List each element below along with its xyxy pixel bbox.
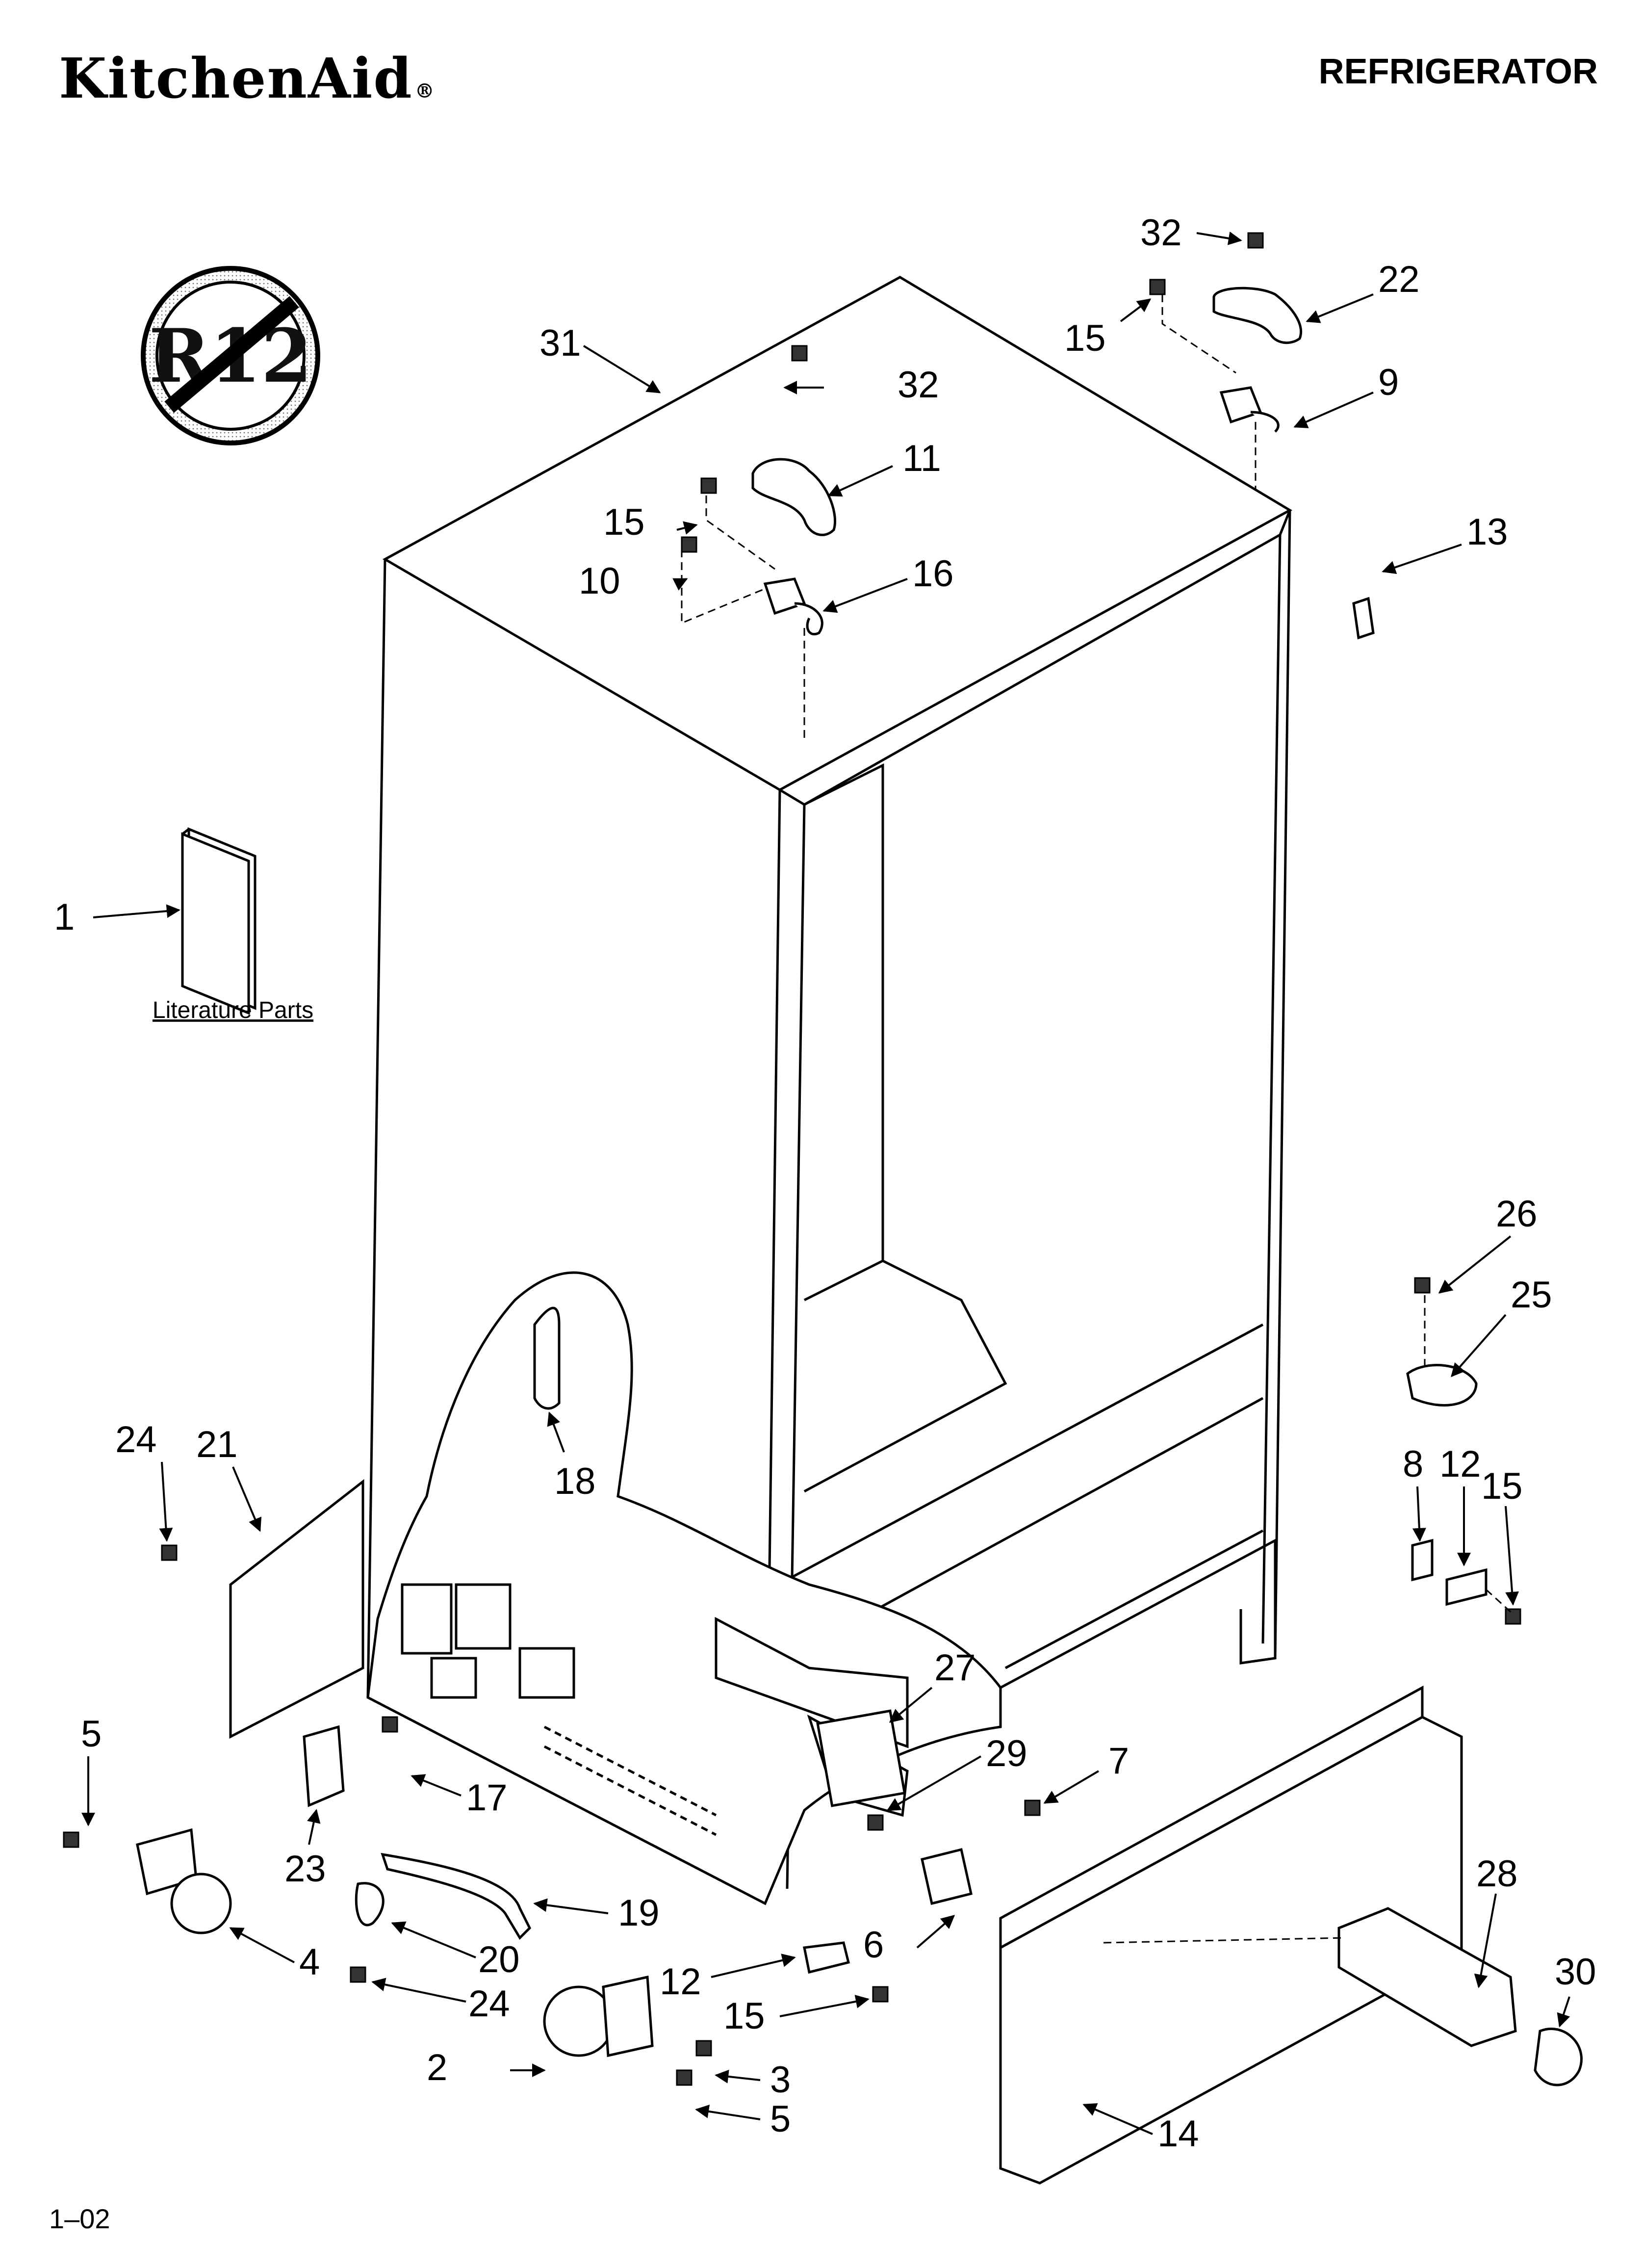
callout-1: 1 <box>54 896 75 938</box>
part-outlines <box>136 597 1583 2185</box>
no-r12-prohibited-icon: R12 <box>141 266 320 445</box>
brand-name: KitchenAid <box>59 47 413 111</box>
callout-32: 32 <box>1140 212 1182 254</box>
callout-7: 7 <box>1108 1740 1129 1782</box>
callout-12: 12 <box>660 1961 701 2003</box>
callout-8: 8 <box>1403 1443 1423 1485</box>
callout-15: 15 <box>1481 1465 1523 1507</box>
callout-18: 18 <box>554 1460 596 1502</box>
callout-15: 15 <box>1064 317 1106 359</box>
callout-16: 16 <box>912 553 954 595</box>
hinge-cover-11 <box>751 458 837 536</box>
callout-9: 9 <box>1378 362 1399 403</box>
hinge-cover-22 <box>1212 287 1303 344</box>
callout-5: 5 <box>81 1713 102 1755</box>
callout-15: 15 <box>723 1995 765 2037</box>
callout-3: 3 <box>770 2059 791 2101</box>
screws <box>63 232 1521 2086</box>
revision-code: 1–02 <box>49 2203 110 2234</box>
callout-17: 17 <box>466 1777 508 1819</box>
callout-4: 4 <box>299 1941 320 1983</box>
callout-30: 30 <box>1555 1951 1596 1993</box>
callout-10: 10 <box>579 560 620 602</box>
callout-25: 25 <box>1511 1274 1552 1316</box>
callout-13: 13 <box>1466 511 1508 553</box>
callout-20: 20 <box>478 1939 520 1981</box>
callout-12: 12 <box>1439 1443 1481 1485</box>
callout-2: 2 <box>427 2047 447 2088</box>
hinge-bracket-16 <box>763 577 823 636</box>
callout-22: 22 <box>1378 259 1420 300</box>
callout-14: 14 <box>1157 2113 1199 2155</box>
callout-27: 27 <box>934 1647 976 1689</box>
assembly-guides <box>681 294 1514 1944</box>
brand-logo: KitchenAid® <box>59 47 436 111</box>
callout-6: 6 <box>863 1924 884 1966</box>
callout-11: 11 <box>902 438 941 479</box>
callout-23: 23 <box>284 1848 326 1890</box>
callout-19: 19 <box>618 1892 660 1934</box>
callout-26: 26 <box>1496 1193 1538 1235</box>
callout-15: 15 <box>603 501 645 543</box>
callout-24: 24 <box>115 1419 157 1460</box>
registered-mark: ® <box>414 79 436 103</box>
callout-31: 31 <box>539 322 581 364</box>
callout-labels: 31 32 11 15 10 16 32 15 22 9 13 1 26 25 … <box>54 212 1596 2155</box>
literature-booklet <box>181 827 257 1015</box>
page-title: REFRIGERATOR <box>1318 52 1598 91</box>
hinge-bracket-9 <box>1219 386 1280 433</box>
literature-parts-label: Literature Parts <box>153 997 313 1023</box>
cabinet-shell <box>366 276 1293 1905</box>
callout-28: 28 <box>1476 1853 1518 1895</box>
callout-21: 21 <box>196 1424 238 1465</box>
callout-5: 5 <box>770 2098 791 2140</box>
callout-24: 24 <box>468 1983 510 2025</box>
leader-arrows <box>81 232 1570 2135</box>
cabinet-cutaway <box>366 1271 1002 1905</box>
callout-32: 32 <box>898 364 939 406</box>
callout-29: 29 <box>986 1733 1027 1774</box>
